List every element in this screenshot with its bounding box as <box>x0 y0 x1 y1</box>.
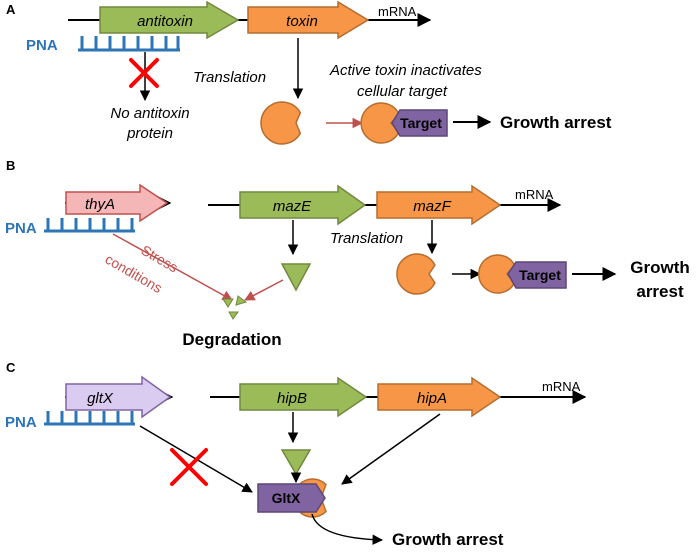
maze-gene-label: mazE <box>273 198 312 215</box>
gltx-protein-shape <box>257 483 326 513</box>
toxin-protein-a <box>260 101 302 145</box>
hipb-antitoxin-protein <box>280 449 312 476</box>
hipa-translation-arrow <box>341 413 441 485</box>
panel-a-letter: A <box>6 2 16 17</box>
growth-arrow-c <box>311 513 384 545</box>
gltx-gene-arrow <box>65 375 172 419</box>
translation-label-a: Translation <box>193 69 266 86</box>
target-shape-b <box>507 261 567 289</box>
maze-antitoxin-protein <box>280 263 312 292</box>
maze-gene-arrow <box>239 184 367 226</box>
mrna-label-c: mRNA <box>542 379 581 394</box>
toxin-gene-label: toxin <box>286 13 318 30</box>
pna-label-c: PNA <box>5 414 37 431</box>
hipb-gene-label: hipB <box>277 390 307 407</box>
panel-c: C gltX PNA mRNA hipB hipA GltX <box>5 360 587 549</box>
active-toxin-line1: Active toxin inactivates <box>329 62 482 79</box>
translation-label-b: Translation <box>330 230 403 247</box>
block-x-icon-c <box>170 448 208 486</box>
growth-arrest-label-a: Growth arrest <box>500 113 612 132</box>
pna-comb-b <box>44 218 135 233</box>
panel-a: A mRNA antitoxin toxin PNA No antitoxin … <box>6 0 612 145</box>
thya-gene-label: thyA <box>85 196 115 213</box>
antitoxin-gene-arrow <box>99 0 240 40</box>
stress-arrow <box>112 233 233 301</box>
panel-c-letter: C <box>6 360 16 375</box>
panel-b: B thyA PNA Stress conditions mRNA mazE m… <box>5 158 690 349</box>
growth-arrest-label-c: Growth arrest <box>392 530 504 549</box>
target-shape-a <box>391 109 448 137</box>
mrna-label-b: mRNA <box>515 187 554 202</box>
mrna-label-a: mRNA <box>378 4 417 19</box>
target-label-a: Target <box>400 115 442 131</box>
mazf-gene-arrow <box>376 184 502 226</box>
mazf-gene-label: mazF <box>413 198 451 215</box>
panel-b-letter: B <box>6 158 15 173</box>
active-toxin-line2: cellular target <box>357 83 448 100</box>
maze-degradation-arrow <box>244 279 284 301</box>
gltx-protein-label: GltX <box>272 490 301 506</box>
pna-label-a: PNA <box>26 37 58 54</box>
thya-gene-arrow <box>65 183 169 223</box>
block-x-icon-a <box>129 58 159 88</box>
mazf-active-toxin <box>478 254 516 294</box>
hipb-gene-arrow <box>239 376 368 418</box>
mazf-toxin-protein <box>396 253 436 295</box>
active-toxin-protein-a <box>360 102 400 144</box>
hipa-gene-label: hipA <box>417 390 447 407</box>
degradation-label: Degradation <box>182 330 281 349</box>
no-antitoxin-line2: protein <box>126 125 173 142</box>
pna-label-b: PNA <box>5 220 37 237</box>
target-label-b: Target <box>519 267 561 283</box>
pna-comb-a <box>78 36 180 52</box>
gltx-gene-label: gltX <box>87 390 114 407</box>
pna-comb-c <box>44 411 135 426</box>
growth-line2-b: arrest <box>636 282 684 301</box>
toxin-gene-arrow <box>247 0 370 40</box>
growth-line1-b: Growth <box>630 258 690 277</box>
no-antitoxin-line1: No antitoxin <box>110 105 189 122</box>
hipa-gene-arrow <box>377 376 502 418</box>
degraded-fragments <box>222 295 248 320</box>
antitoxin-gene-label: antitoxin <box>137 13 193 30</box>
